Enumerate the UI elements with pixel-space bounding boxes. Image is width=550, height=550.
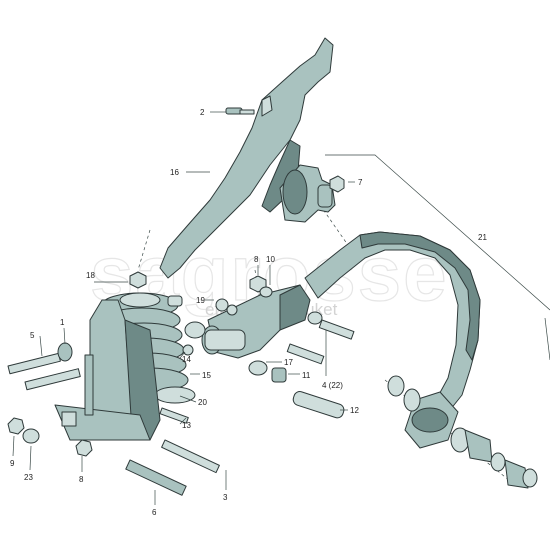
callout-11: 11 <box>302 371 311 380</box>
callout-6: 6 <box>152 508 157 517</box>
nut-7 <box>329 175 345 193</box>
guide-lines <box>137 154 550 486</box>
callout-17: 17 <box>284 358 293 367</box>
nut-18 <box>129 271 147 289</box>
pin-13 <box>159 407 189 424</box>
bolt-2 <box>225 107 255 115</box>
callout-leaders <box>12 111 355 505</box>
bolts-3-6 <box>125 439 220 496</box>
bolts-right <box>248 311 355 419</box>
hub <box>279 164 336 223</box>
callout-4-22: 4 (22) <box>322 381 343 390</box>
callout-20: 20 <box>198 398 207 407</box>
bolts-left <box>7 342 94 416</box>
callouts: 2 16 7 21 18 8 10 19 5 1 14 15 17 11 4 (… <box>10 108 487 517</box>
arm-end-parts <box>387 375 538 489</box>
callout-14: 14 <box>182 355 191 364</box>
callout-23: 23 <box>24 473 33 482</box>
callout-19: 19 <box>196 296 205 305</box>
small-hardware <box>167 275 273 356</box>
bracket-frame <box>54 299 161 441</box>
callout-18: 18 <box>86 271 95 280</box>
callout-13: 13 <box>182 421 191 430</box>
callout-16: 16 <box>170 168 179 177</box>
nut-8-bottom <box>75 439 93 457</box>
callout-8-top: 8 <box>254 255 259 264</box>
callout-10: 10 <box>266 255 275 264</box>
callout-8-bottom: 8 <box>79 475 84 484</box>
callout-12: 12 <box>350 406 359 415</box>
disc-blade <box>159 37 334 279</box>
callout-5: 5 <box>30 331 35 340</box>
callout-3: 3 <box>223 493 228 502</box>
nuts-9-23 <box>7 417 40 444</box>
callout-7: 7 <box>358 178 363 187</box>
callout-1: 1 <box>60 318 65 327</box>
callout-15: 15 <box>202 371 211 380</box>
callout-9: 9 <box>10 459 15 468</box>
callout-21: 21 <box>478 233 487 242</box>
pivot-bracket <box>201 284 311 359</box>
callout-2: 2 <box>200 108 205 117</box>
